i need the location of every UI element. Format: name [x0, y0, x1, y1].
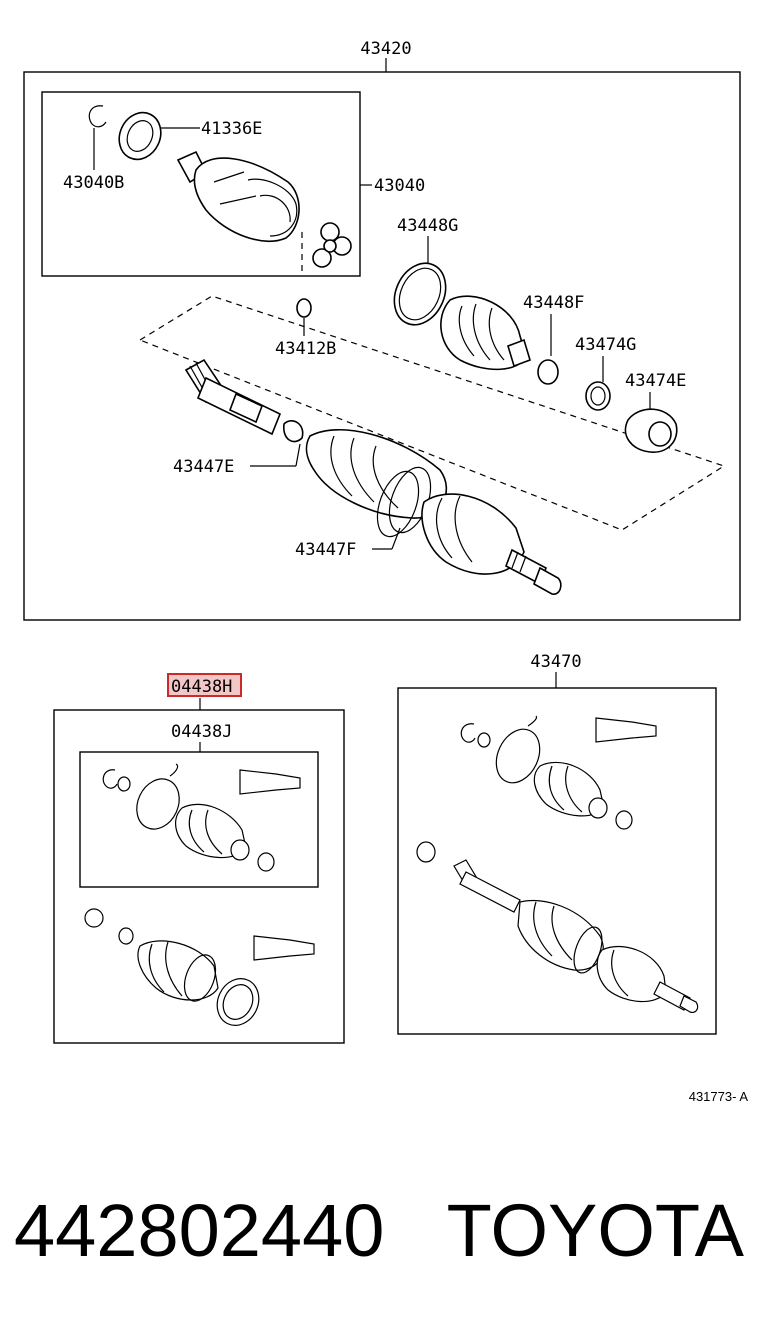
label-43040[interactable]: 43040 [374, 176, 425, 196]
part-number: 442802440 [14, 1189, 384, 1272]
inboard-boot-icon [440, 295, 531, 371]
snap-ring-icon [88, 105, 107, 128]
frame-43420 [23, 71, 741, 621]
highlight-04438H [167, 673, 242, 697]
retainer-ring-icon [296, 298, 312, 318]
drive-shaft-icon [184, 358, 562, 595]
kit-h-parts [84, 908, 315, 1026]
label-43448G[interactable]: 43448G [397, 216, 458, 236]
frame-43040 [41, 91, 361, 277]
kit-j-parts [102, 763, 301, 872]
frame-04438J [79, 751, 319, 888]
frame-43470 [397, 687, 717, 1035]
inboard-joint-icon [176, 150, 300, 243]
label-04438J[interactable]: 04438J [171, 722, 232, 742]
assembly-43470-parts [416, 715, 699, 1013]
label-04438H[interactable]: 04438H [171, 677, 232, 697]
label-43474G[interactable]: 43474G [575, 335, 636, 355]
tripod-icon [312, 222, 352, 268]
brand-name: TOYOTA [447, 1189, 745, 1272]
label-43448F[interactable]: 43448F [523, 293, 584, 313]
damper-icon [624, 408, 678, 453]
reference-code: 431773- A [689, 1089, 749, 1104]
label-43447E[interactable]: 43447E [173, 457, 234, 477]
exploded-zone [138, 295, 726, 531]
label-43412B[interactable]: 43412B [275, 339, 336, 359]
seal-ring-icon [118, 111, 162, 161]
label-43470[interactable]: 43470 [530, 652, 581, 672]
small-clamp-icon [537, 359, 559, 385]
label-43474E[interactable]: 43474E [625, 371, 686, 391]
frame-04438H [53, 709, 345, 1044]
label-43420[interactable]: 43420 [360, 39, 411, 59]
boot-clip-icon [585, 381, 611, 411]
label-41336E[interactable]: 41336E [201, 119, 262, 139]
label-43040B[interactable]: 43040B [63, 173, 124, 193]
label-43447F[interactable]: 43447F [295, 540, 356, 560]
